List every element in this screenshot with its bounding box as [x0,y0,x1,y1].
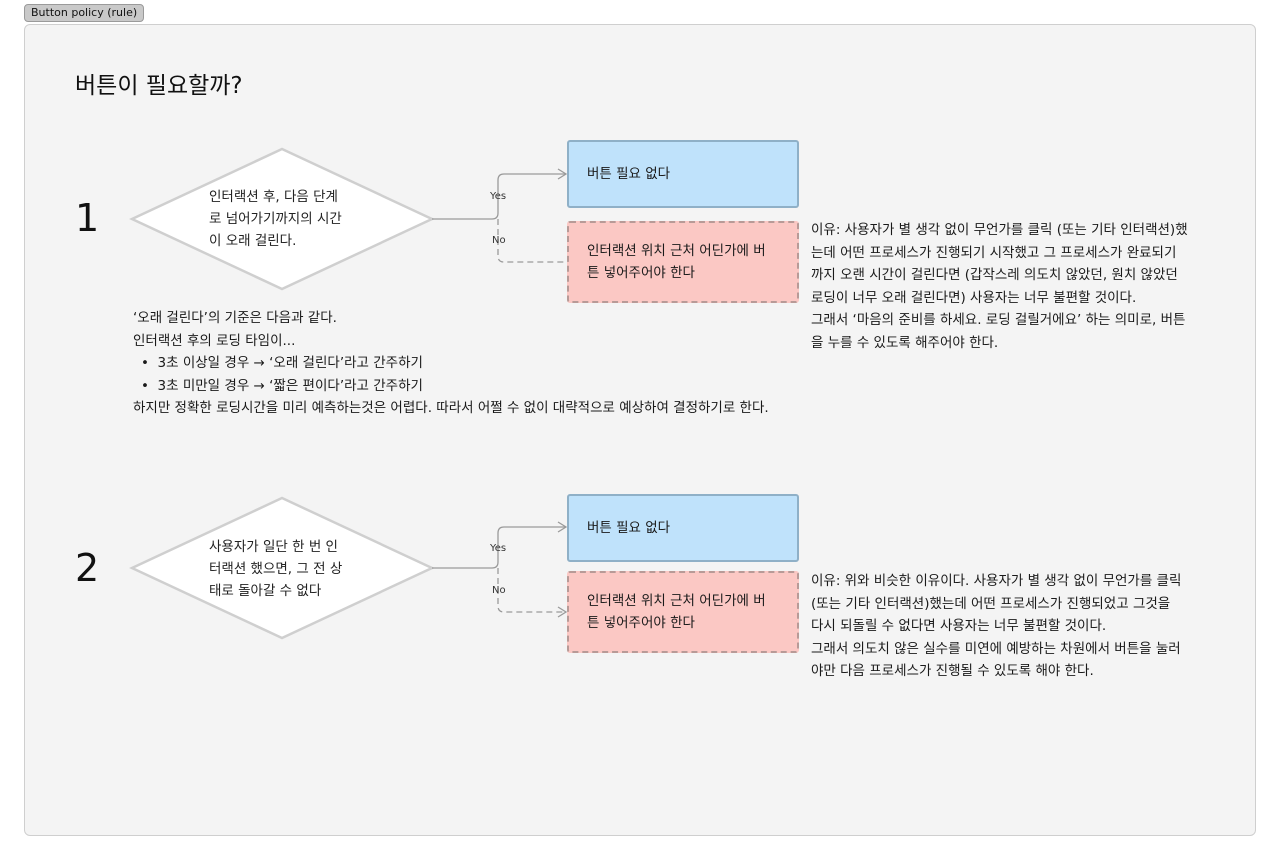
result-button-needed-1: 인터랙션 위치 근처 어딘가에 버 튼 넣어주어야 한다 [567,221,799,303]
result-button-needed-2: 인터랙션 위치 근처 어딘가에 버 튼 넣어주어야 한다 [567,571,799,653]
result-no-button-needed-1: 버튼 필요 없다 [567,140,799,208]
yes-label-1: Yes [490,191,507,202]
yes-connector-1 [432,173,566,220]
no-connector-1 [497,219,566,263]
decision-diamond-2 [129,496,435,640]
yes-arrowhead-1 [557,168,568,180]
result-no-button-needed-2: 버튼 필요 없다 [567,494,799,562]
bullet-icon: • [141,377,158,394]
rule-number-2: 2 [75,546,100,590]
decision-text-2: 사용자가 일단 한 번 인 터랙션 했으면, 그 전 상 태로 돌아갈 수 없다 [209,539,343,599]
reason-text-2: 이유: 위와 비슷한 이유이다. 사용자가 별 생각 없이 무언가를 클릭 (또… [811,573,1182,679]
rule-number-1: 1 [75,196,100,240]
criteria-text: ‘오래 걸린다’의 기준은 다음과 같다. 인터랙션 후의 로딩 타임이... … [133,310,769,416]
reason-text-1: 이유: 사용자가 별 생각 없이 무언가를 클릭 (또는 기타 인터랙션)했 는… [811,222,1188,351]
yes-arrowhead-2 [557,521,568,533]
bullet-icon: • [141,355,158,371]
no-arrowhead-2 [557,606,568,618]
frame-label[interactable]: Button policy (rule) [24,4,145,22]
decision-diamond-1 [129,147,435,291]
no-label-2: No [492,585,506,596]
decision-text-1: 인터랙션 후, 다음 단계 로 넘어가기까지의 시간 이 오래 걸린다. [209,189,342,249]
no-label-1: No [492,235,506,246]
yes-connector-2 [432,526,566,569]
no-connector-2 [497,568,566,613]
page-title: 버튼이 필요할까? [75,73,243,99]
yes-label-2: Yes [490,543,507,554]
